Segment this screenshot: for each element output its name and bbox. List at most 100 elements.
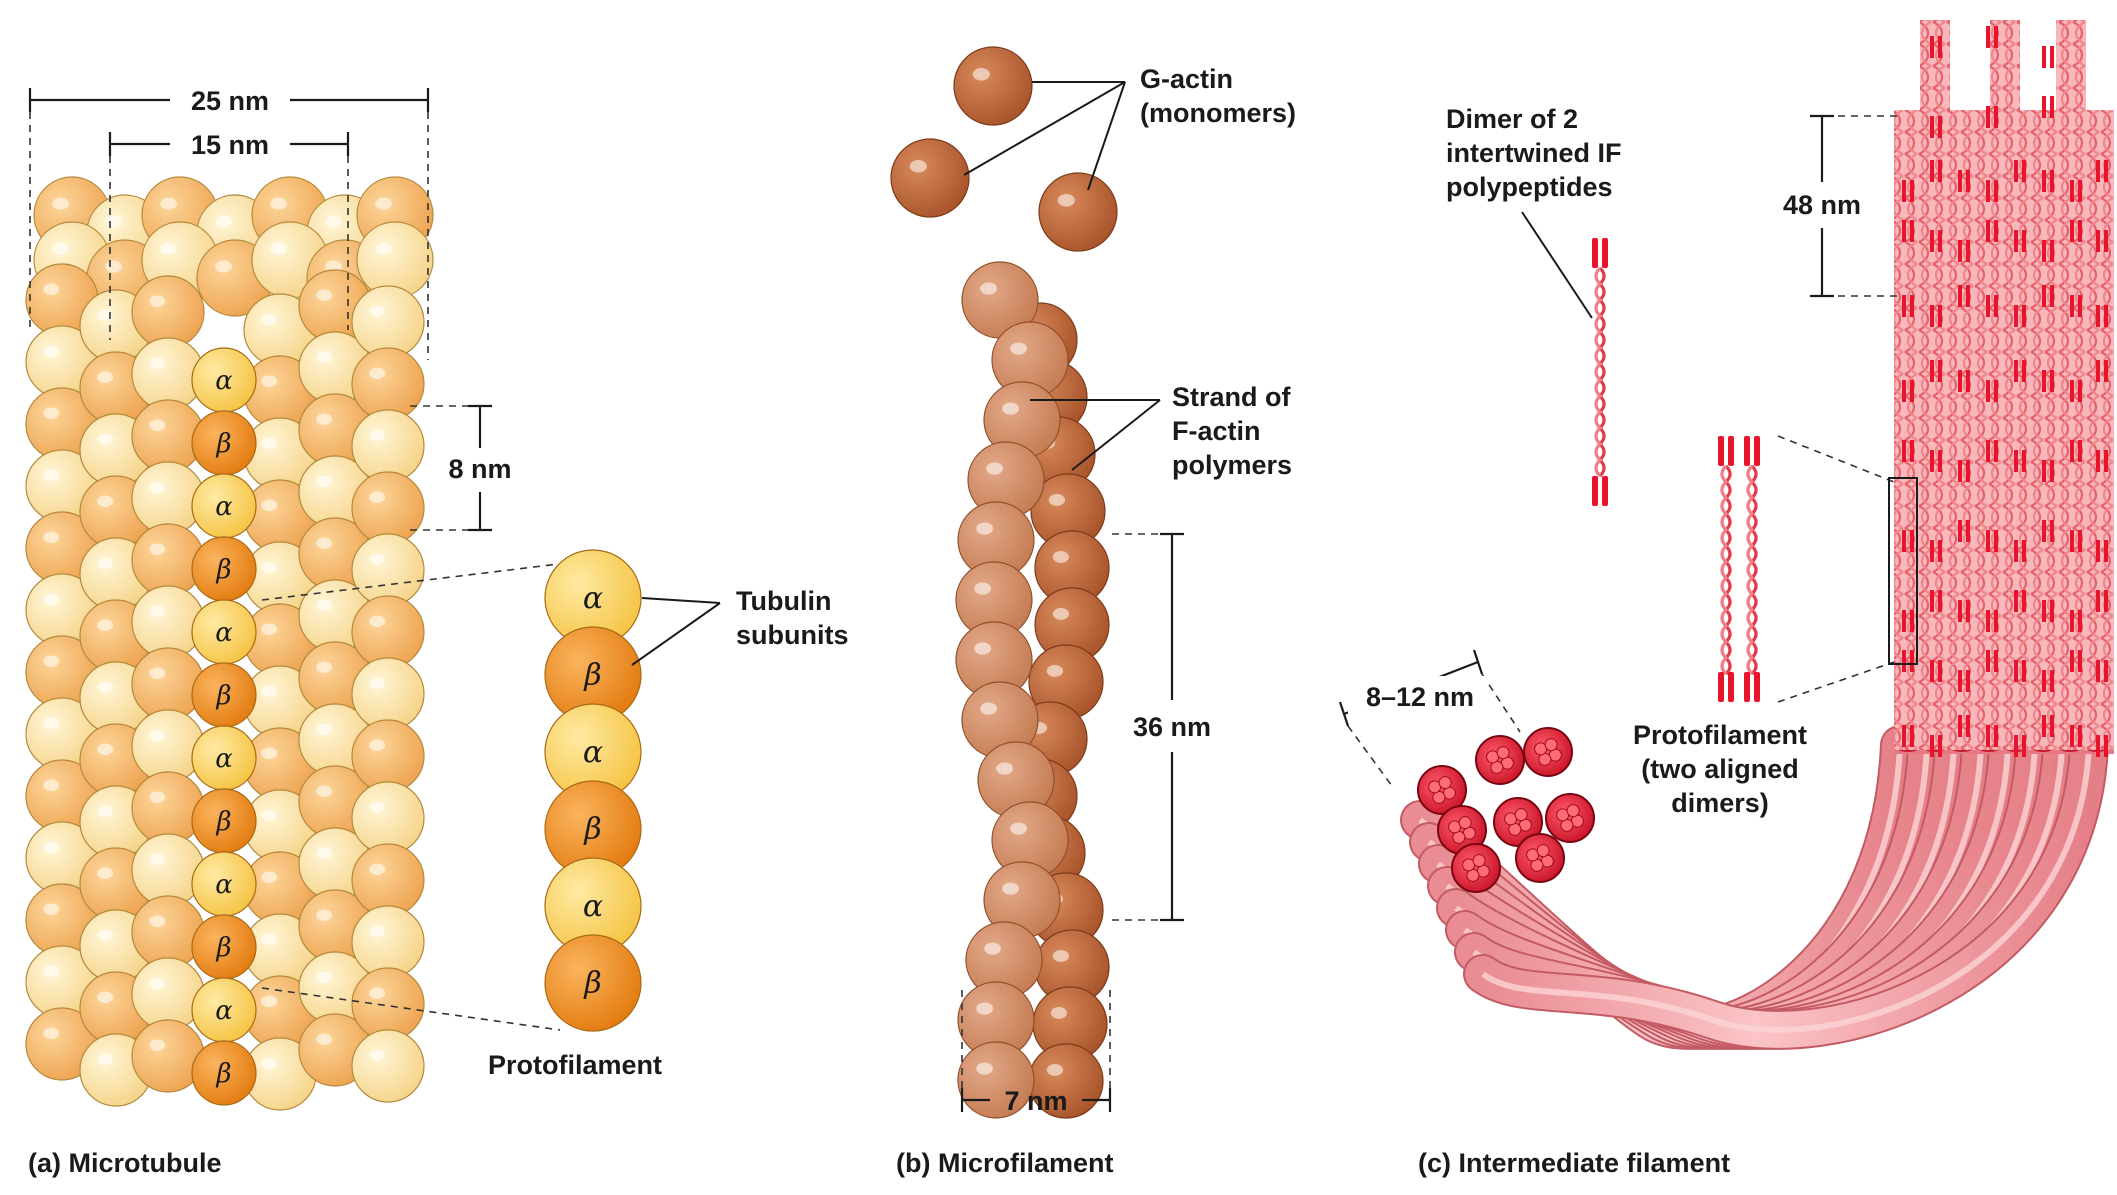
if-head-marker <box>1994 530 1998 552</box>
if-head-marker <box>1958 370 1962 392</box>
if-head-marker <box>1966 240 1970 262</box>
if-head-marker <box>1986 440 1990 462</box>
if-head-marker <box>2014 230 2018 252</box>
g-actin-monomer <box>953 46 1033 126</box>
f-actin-subunit-highlight <box>980 702 997 715</box>
tubulin-subunit-highlight <box>97 557 114 569</box>
if-proto-tail <box>1744 672 1750 702</box>
if-head-marker <box>1938 590 1942 612</box>
if-head-marker <box>2070 530 2074 552</box>
if-head-marker <box>1902 440 1906 462</box>
tubulin-subunit-highlight <box>369 305 386 317</box>
if-head-marker <box>1910 380 1914 402</box>
if-head-marker <box>2014 305 2018 327</box>
tubulin-subunit-highlight <box>261 933 278 945</box>
if-head-marker <box>2050 715 2054 737</box>
dimension-25nm: 25 nm <box>28 86 430 360</box>
tubulin-subunit-highlight <box>149 791 166 803</box>
f-actin-subunit-highlight <box>996 762 1013 775</box>
if-head-marker <box>2042 460 2046 482</box>
if-head-marker <box>1910 220 1914 242</box>
f-actin-subunit-highlight <box>1002 882 1019 895</box>
tubulin-subunit-highlight <box>316 971 333 983</box>
if-head-marker <box>2078 530 2082 552</box>
tubulin-rim-highlight <box>160 242 177 255</box>
if-head-marker <box>2022 660 2026 682</box>
if-proto-tail <box>1754 672 1760 702</box>
if-head-marker <box>2104 660 2108 682</box>
if-head-marker <box>2050 370 2054 392</box>
if-head-marker <box>2042 520 2046 542</box>
if-head-marker <box>1938 360 1942 382</box>
tubulin-leader-2 <box>631 602 721 666</box>
tubulin-subunit <box>131 833 205 907</box>
if-polypeptide-end <box>1514 808 1528 822</box>
caption-intermediate-filament: (c) Intermediate filament <box>1418 1148 1730 1178</box>
f-actin-subunit-dark-highlight <box>1050 1006 1068 1019</box>
if-head-marker <box>1958 170 1962 192</box>
tubulin-subunit-highlight <box>97 681 114 693</box>
if-head-marker <box>1910 725 1914 747</box>
tubulin-subunit-highlight <box>97 929 114 941</box>
tubulin-subunit <box>351 409 425 483</box>
f-actin-subunit-dark-highlight <box>1046 1063 1064 1076</box>
if-braid-tail <box>1920 20 1950 120</box>
if-protofilament-end <box>1523 727 1573 777</box>
if-coiled-coil <box>1597 266 1606 478</box>
if-head-marker <box>1930 230 1934 252</box>
tubulin-subunit-highlight <box>97 867 114 879</box>
tubulin-subunit-highlight <box>43 593 60 605</box>
if-head-marker <box>2042 285 2046 307</box>
dim-25nm-label: 25 nm <box>191 86 269 116</box>
gactin-leader-2 <box>963 81 1126 176</box>
if-head-marker <box>2050 460 2054 482</box>
alpha-symbol: α <box>215 996 233 1026</box>
if-head-marker <box>1986 380 1990 402</box>
tubulin-subunit-highlight <box>149 543 166 555</box>
if-proto-coil <box>1746 464 1755 676</box>
if-head-marker <box>2078 650 2082 672</box>
alpha-symbol: α <box>215 366 233 396</box>
tubulin-subunit-highlight <box>97 433 114 445</box>
if-head-marker <box>2042 46 2046 68</box>
dim-48nm-label: 48 nm <box>1783 190 1861 220</box>
if-head-marker <box>1966 370 1970 392</box>
if-head-marker <box>1958 600 1962 622</box>
f-actin-subunit-dark-highlight <box>1052 607 1070 620</box>
tubulin-rim-highlight <box>270 242 287 255</box>
if-proto-head <box>1744 436 1750 466</box>
if-head-marker <box>1930 36 1934 58</box>
tubulin-subunit-highlight <box>261 809 278 821</box>
tubulin-subunit-highlight <box>316 599 333 611</box>
if-head-marker <box>2042 240 2046 262</box>
if-head-marker <box>1994 380 1998 402</box>
if-head-marker <box>1958 240 1962 262</box>
if-head-marker <box>1938 230 1942 252</box>
if-head-marker <box>2042 170 2046 192</box>
if-proto-labels: Protofilament (two aligned dimers) <box>1633 720 1807 818</box>
if-proto-coil <box>1720 464 1729 676</box>
beta-tubulin <box>191 1040 257 1106</box>
tubulin-subunit-highlight <box>316 537 333 549</box>
if-head-marker <box>1902 530 1906 552</box>
tubulin-subunit-highlight <box>316 661 333 673</box>
if-head-marker <box>1994 26 1998 48</box>
tubulin-subunit-highlight <box>369 987 386 999</box>
g-actin-monomer-highlight <box>909 160 927 173</box>
beta-symbol: β <box>583 812 601 847</box>
if-head-marker <box>2104 160 2108 182</box>
factin-label-line3: polymers <box>1172 450 1292 480</box>
if-head-marker <box>1930 590 1934 612</box>
if-head-marker <box>2050 600 2054 622</box>
if-head-marker <box>1966 460 1970 482</box>
if-tail-domain <box>1592 476 1598 506</box>
tubulin-subunit-highlight <box>316 475 333 487</box>
if-dimer-labels: Dimer of 2 intertwined IF polypeptides <box>1446 104 1622 319</box>
tubulin-subunit-highlight <box>149 605 166 617</box>
f-actin-subunit-dark-highlight <box>1048 493 1066 506</box>
caption-microfilament: (b) Microfilament <box>896 1148 1114 1178</box>
beta-symbol: β <box>583 658 601 693</box>
f-actin-subunit-highlight <box>986 462 1003 475</box>
tubulin-subunit-highlight <box>97 805 114 817</box>
